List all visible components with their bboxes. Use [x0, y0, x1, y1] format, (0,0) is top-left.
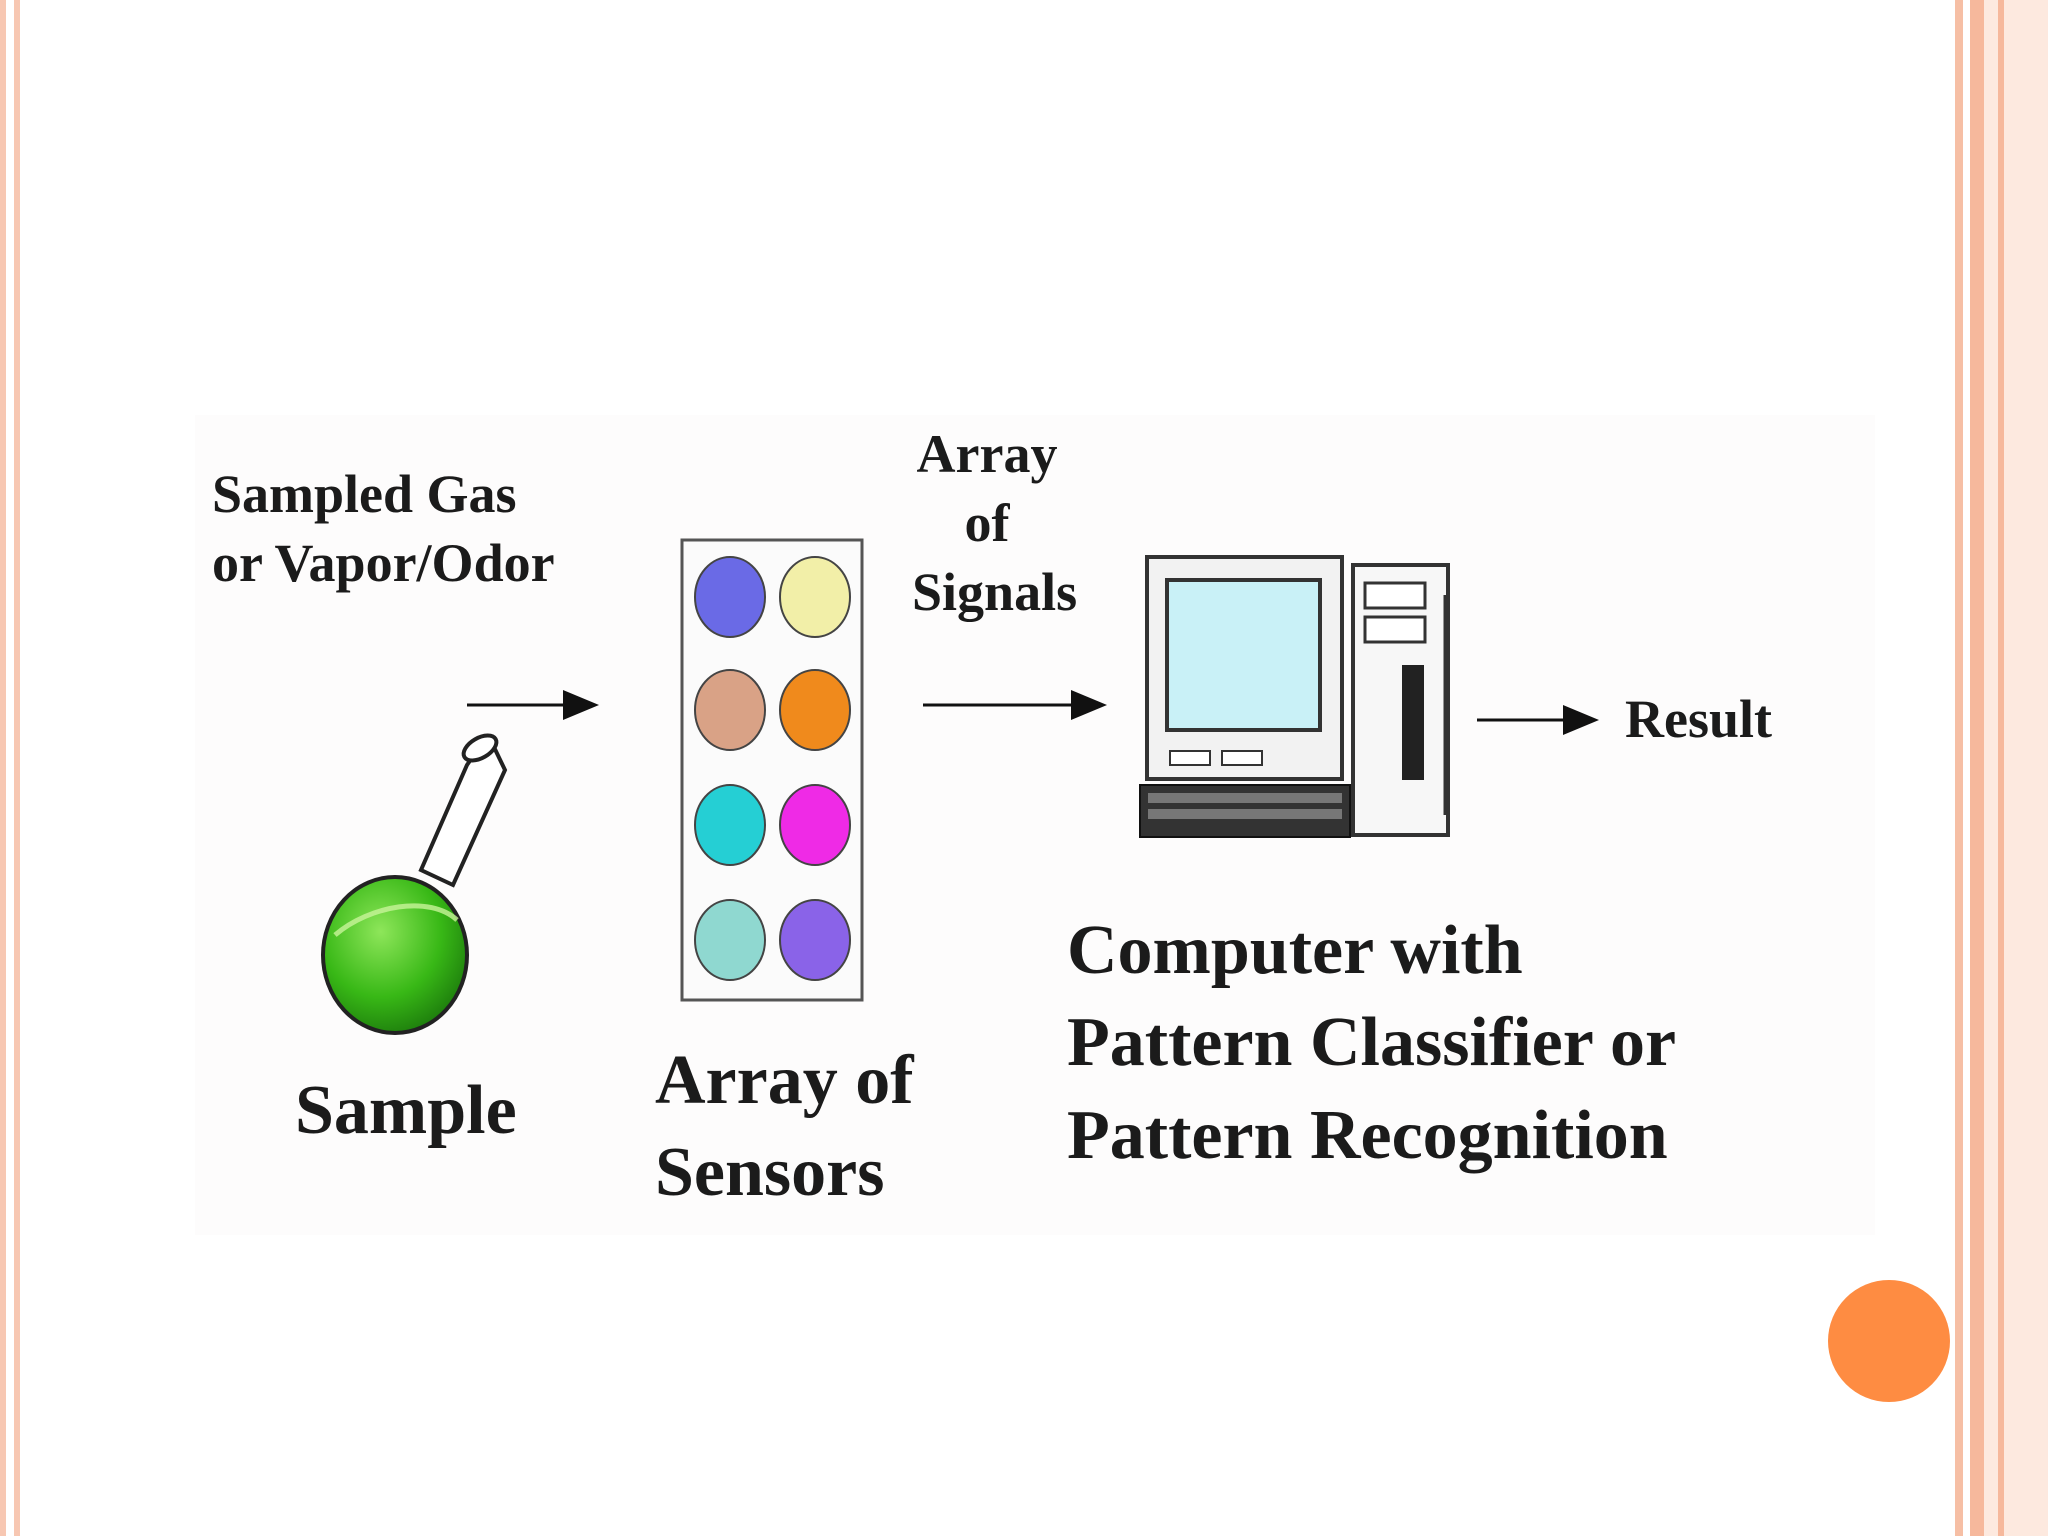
- sensor-circle: [779, 784, 851, 866]
- electronic-nose-diagram: Sampled Gas or Vapor/Odor Array of Signa…: [195, 415, 1875, 1235]
- right-border-stripe-outer: [1998, 0, 2004, 1536]
- sensor-circle: [694, 899, 766, 981]
- computer-label: Computer with Pattern Classifier or Patt…: [1067, 912, 1677, 1174]
- right-border-panel: [1984, 0, 2048, 1536]
- sample-flask-icon: [321, 733, 508, 1035]
- array-of-signals-label: Array of Signals: [912, 424, 1078, 623]
- sensor-circle: [694, 556, 766, 638]
- computer-icon: [1139, 555, 1450, 838]
- sensor-dots: [694, 556, 851, 981]
- orange-accent-circle: [1828, 1280, 1950, 1402]
- sensor-circle: [694, 669, 766, 751]
- result-label: Result: [1625, 689, 1772, 749]
- sensor-circle: [779, 556, 851, 638]
- array-of-sensors-label: Array of Sensors: [655, 1042, 914, 1212]
- left-border-stripe-inner: [14, 0, 20, 1536]
- diagram-graphics: [321, 538, 1599, 1035]
- sensor-circle: [779, 669, 851, 751]
- right-border-stripe: [1955, 0, 1963, 1536]
- sensor-circle: [694, 784, 766, 866]
- sampled-gas-label: Sampled Gas or Vapor/Odor: [212, 464, 555, 594]
- sensor-circle: [779, 899, 851, 981]
- sample-label: Sample: [295, 1072, 517, 1149]
- right-border-band: [1970, 0, 1984, 1536]
- left-border-stripe: [0, 0, 6, 1536]
